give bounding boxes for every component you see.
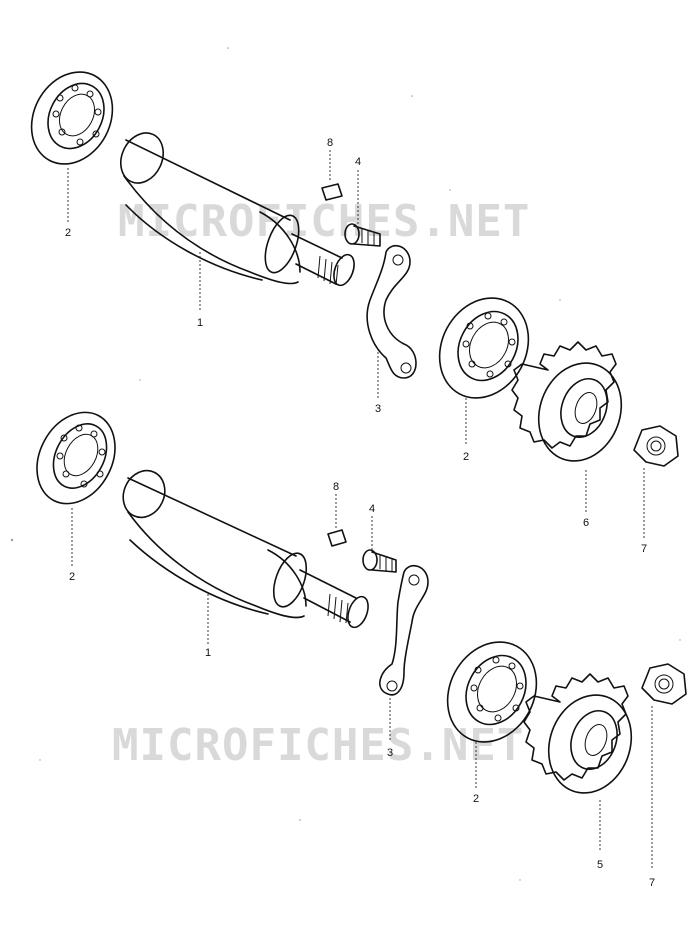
label-bearing-right-bottom: 2: [473, 793, 479, 805]
plate-bottom: [379, 564, 429, 740]
assembly-top: 1 2 2 3 4 6 7 8: [30, 71, 679, 555]
assembly-bottom: 1 2 2 3 4 5 7 8: [36, 411, 687, 889]
label-nut-bottom: 7: [649, 877, 655, 889]
shaft-bottom: [122, 469, 369, 644]
bolt-bottom: [362, 516, 397, 573]
label-bolt-top: 4: [355, 156, 361, 168]
sprocket-bottom: [523, 673, 633, 852]
label-plate-top: 3: [375, 403, 381, 415]
nut-bottom: [641, 663, 687, 870]
label-bearing-right-top: 2: [463, 451, 469, 463]
label-bearing-left-top: 2: [65, 227, 71, 239]
shaft-top: [120, 132, 355, 312]
label-sprocket-top: 6: [583, 517, 589, 529]
label-bolt-bottom: 4: [369, 503, 375, 515]
plate-top: [366, 244, 417, 398]
label-nut-top: 7: [641, 543, 647, 555]
bearing-right-top: [438, 297, 530, 446]
watermark-bottom: MICROFICHES.NET: [112, 720, 524, 771]
bearing-left-bottom: [36, 411, 116, 566]
key-top: [321, 150, 343, 201]
label-plate-bottom: 3: [387, 747, 393, 759]
key-bottom: [327, 494, 347, 547]
bolt-top: [344, 170, 381, 247]
bearing-left-top: [30, 71, 114, 165]
label-key-top: 8: [327, 137, 333, 149]
label-key-bottom: 8: [333, 481, 339, 493]
watermark-top: MICROFICHES.NET: [118, 196, 530, 247]
label-shaft-top: 1: [197, 317, 203, 329]
label-bearing-left-bottom: 2: [69, 571, 75, 583]
nut-top: [633, 425, 679, 538]
scan-noise: [10, 47, 681, 881]
label-shaft-bottom: 1: [205, 647, 211, 659]
sprocket-top: [511, 341, 623, 512]
label-sprocket-bottom: 5: [597, 859, 603, 871]
